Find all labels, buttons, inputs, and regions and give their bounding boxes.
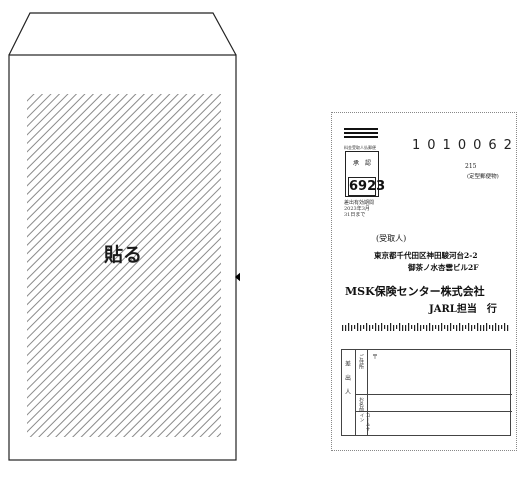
approval-label: 承 認 — [352, 160, 371, 167]
reply-postcard: 料金受取人払郵便 承 認 6923 差出有効期間 2023年3月 31日まで 1… — [331, 112, 517, 451]
paste-label: 貼る — [103, 244, 142, 266]
sender-address-field[interactable] — [368, 353, 511, 393]
approval-number: 6923 — [348, 177, 386, 196]
divider — [355, 350, 356, 435]
sender-callsign-field[interactable] — [368, 412, 511, 435]
divider — [367, 350, 368, 435]
address-line-2: 御茶ノ水杏雲ビル2F — [408, 263, 479, 272]
recipient-label: (受取人) — [376, 234, 407, 243]
sender-info-form: 差 出 人 ご住所 〒 お名前 コールサイン — [341, 349, 512, 436]
customer-barcode — [342, 323, 509, 331]
divider — [355, 394, 512, 395]
callsign-label: コールサイン — [359, 413, 370, 431]
envelope-flap — [8, 12, 237, 56]
divider — [355, 411, 512, 412]
validity-line-1: 差出有効期間 — [344, 200, 375, 206]
sender-char-3: 人 — [345, 389, 352, 396]
company-name: MSK保険センター株式会社 — [345, 285, 485, 298]
approval-stamp: 承 認 6923 — [345, 151, 386, 197]
validity-line-3: 31日まで — [344, 212, 366, 218]
address-label: ご住所 — [358, 354, 364, 369]
department-name: JARL担当 行 — [429, 304, 497, 315]
envelope — [8, 12, 240, 461]
postage-bars — [344, 128, 378, 140]
sender-side-label: 差 出 人 — [345, 358, 351, 400]
sender-char-1: 差 — [345, 361, 352, 368]
validity-line-2: 2023年3月 — [344, 206, 370, 212]
postal-mark: 〒 — [372, 354, 379, 361]
postage-note: 料金受取人払郵便 — [344, 145, 376, 150]
paste-area — [27, 94, 221, 437]
name-label: お名前 — [358, 397, 364, 412]
sender-name-field[interactable] — [368, 395, 511, 410]
mail-type: (定型郵便物) — [467, 174, 499, 180]
address-line-1: 東京都千代田区神田駿河台2-2 — [374, 251, 478, 260]
office-code: 215 — [465, 163, 477, 170]
validity-period: 差出有効期間 2023年3月 31日まで — [344, 200, 374, 218]
left-arrow-icon — [235, 272, 240, 282]
sender-char-2: 出 — [345, 375, 352, 382]
postal-code: 1010062 — [412, 138, 518, 153]
